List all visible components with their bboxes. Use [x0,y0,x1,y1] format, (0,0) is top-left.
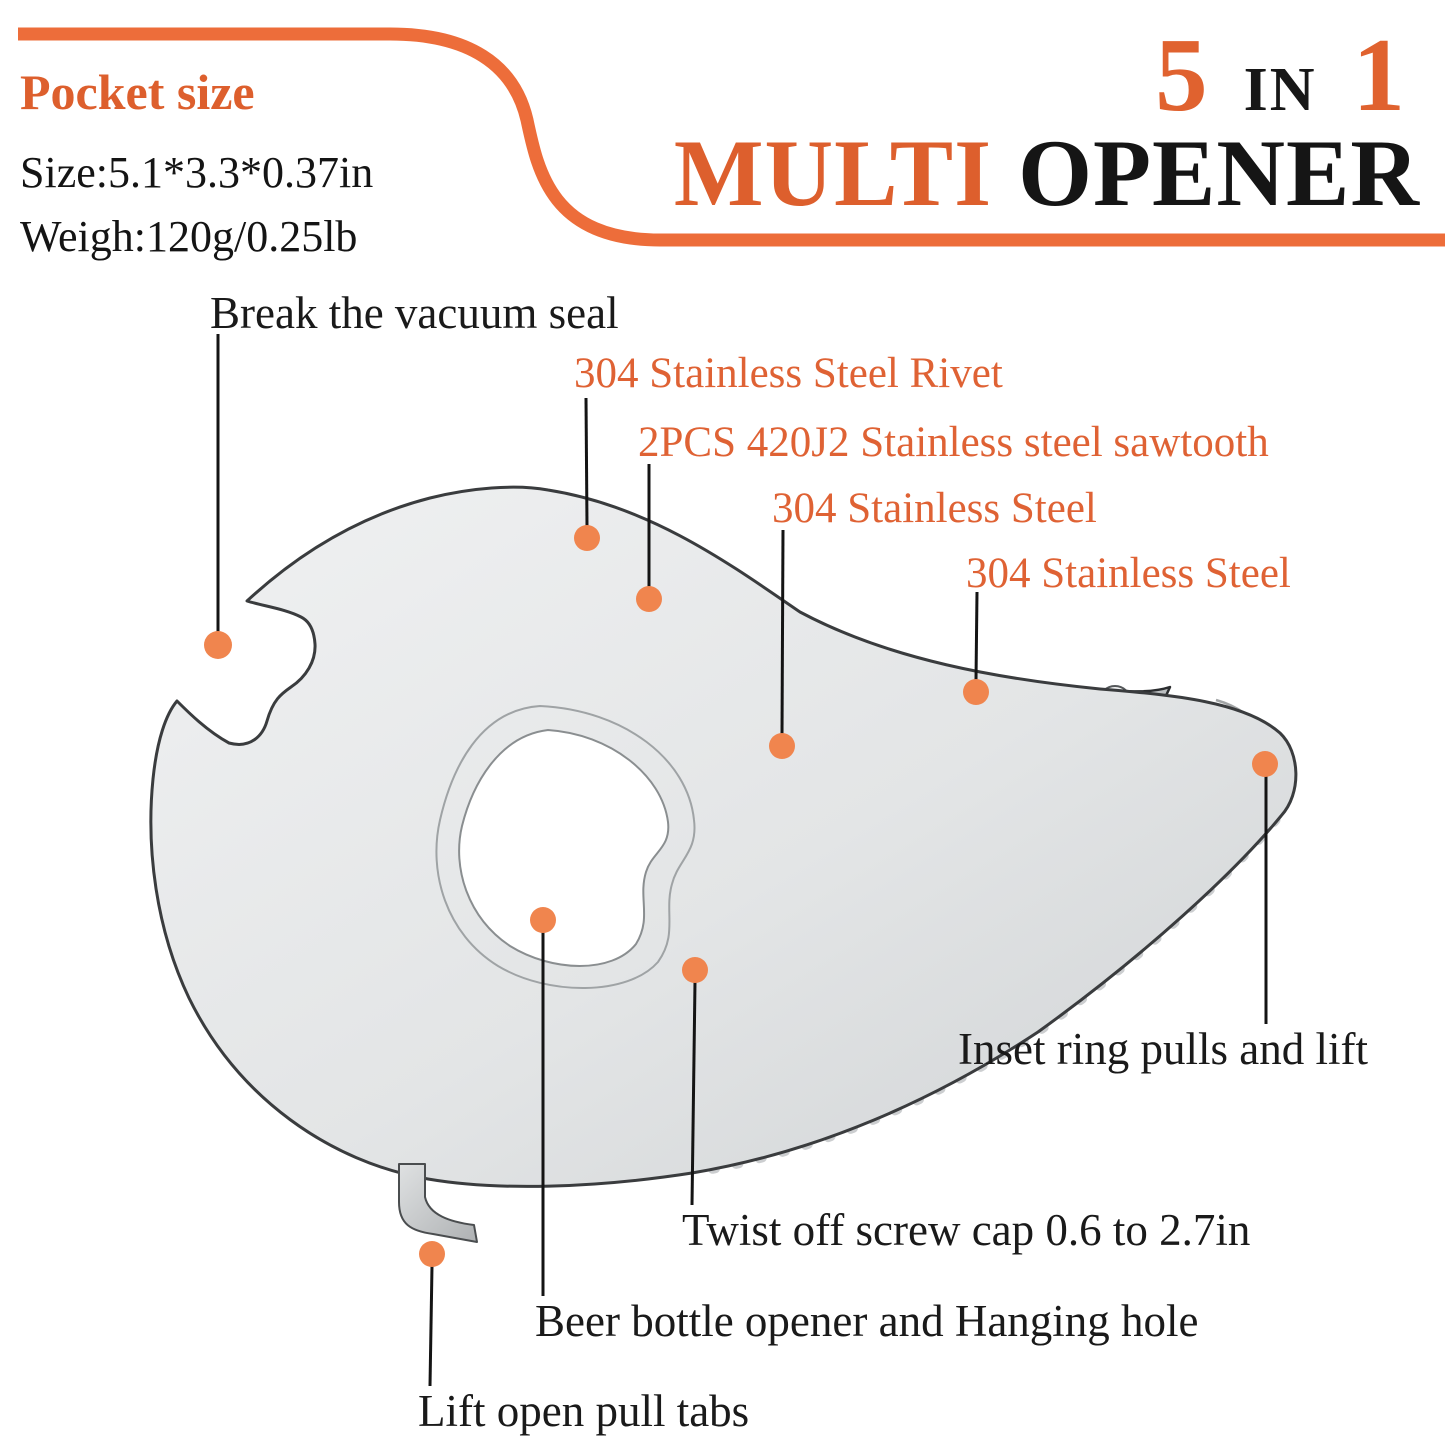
callout-line-lift-tabs [428,1265,434,1387]
callout-dot-beer-opener [530,907,556,933]
callout-dot-break-vacuum [204,631,232,659]
swoosh-line [18,27,1445,247]
callout-dot-twist-off [682,957,708,983]
callout-dot-steel-body [769,733,795,759]
callout-line-twist-off [690,981,697,1206]
badge-in: IN [1243,56,1317,124]
callout-lines [216,334,1268,1387]
pocket-size-dimensions: Size:5.1*3.3*0.37in [20,148,374,197]
label-break-vacuum-seal: Break the vacuum seal [210,288,619,338]
callout-line-rivet [584,397,589,527]
title-multi: MULTI [673,120,993,226]
callout-dot-rivet [574,525,600,551]
label-steel-rivet: 304 Stainless Steel Rivet [574,350,1003,397]
label-lift-tabs: Lift open pull tabs [418,1386,750,1436]
label-steel-strip: 304 Stainless Steel [966,550,1291,597]
pull-tab-hook [398,1163,478,1243]
callout-dot-steel-strip [963,679,989,705]
callout-dot-lift-tabs [419,1241,445,1267]
callout-line-steel-body [780,529,785,735]
bottle-hole-etch-ring [435,704,696,989]
title-opener: OPENER [1018,120,1420,226]
label-inset-ring: Inset ring pulls and lift [958,1024,1368,1074]
callout-line-steel-strip [974,591,979,681]
callout-dots [204,525,1278,1267]
badge-one: 1 [1352,16,1406,133]
pocket-size-title: Pocket size [20,64,255,120]
bottle-opener-hole [458,728,670,967]
label-twist-off: Twist off screw cap 0.6 to 2.7in [682,1205,1251,1255]
pocket-size-weight: Weigh:120g/0.25lb [20,212,358,261]
label-beer-opener: Beer bottle opener and Hanging hole [535,1296,1199,1346]
badge-five: 5 [1155,16,1208,133]
callout-dot-sawtooth [636,586,662,612]
label-steel-body: 304 Stainless Steel [772,485,1097,532]
label-sawtooth: 2PCS 420J2 Stainless steel sawtooth [638,419,1269,466]
five-in-one-badge: 5 IN 1 [1155,14,1405,135]
callout-dot-inset-ring [1252,751,1278,777]
